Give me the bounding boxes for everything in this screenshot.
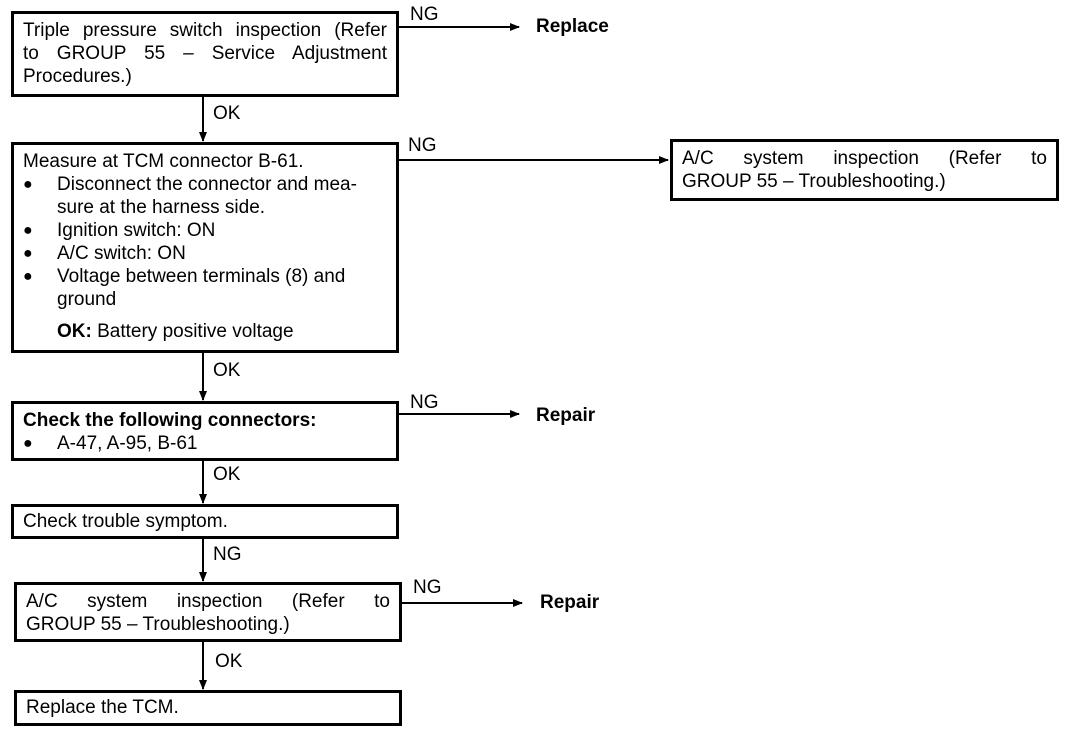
ac-inspection-2-line1: A/C system inspection (Refer to (26, 591, 390, 612)
repair-result-2: Repair (540, 592, 600, 613)
repair-result-1: Repair (536, 405, 596, 426)
check-connectors-box: Check the following connectors: ● A-47, … (11, 401, 399, 461)
box2-title: Measure at TCM connector B-61. (23, 151, 304, 172)
box1-line2: to GROUP 55 – Service Adjustment (23, 43, 387, 64)
box1-line1: Triple pressure switch inspection (Refer (23, 20, 387, 41)
triple-pressure-switch-box: Triple pressure switch inspection (Refer… (11, 11, 399, 97)
box2-bullet-3: ● A/C switch: ON (23, 243, 186, 264)
bullet-icon: ● (23, 245, 33, 262)
box2-bullet-2: ● Ignition switch: ON (23, 220, 216, 241)
replace-result: Replace (536, 16, 609, 37)
ng-label-1: NG (410, 4, 439, 25)
box3-title: Check the following connectors: (23, 410, 317, 431)
box2-ok-line: OK: Battery positive voltage (23, 320, 387, 343)
measure-tcm-connector-box: Measure at TCM connector B-61. ● Disconn… (11, 142, 399, 353)
ok-label-2: OK (213, 360, 241, 381)
box1-line3: Procedures.) (23, 66, 132, 87)
check-trouble-symptom-box: Check trouble symptom. (11, 504, 399, 539)
ok-label-1: OK (213, 103, 241, 124)
ac-system-inspection-box-2: A/C system inspection (Refer to GROUP 55… (14, 582, 402, 642)
bullet-icon: ● (23, 222, 33, 239)
ok-criterion-value: Battery positive voltage (97, 321, 294, 342)
box2-bullet-1-cont: sure at the harness side. (57, 197, 266, 218)
ng-label-5: NG (413, 577, 442, 598)
ac-system-inspection-box-1: A/C system inspection (Refer to GROUP 55… (670, 139, 1059, 201)
ng-label-2: NG (408, 135, 437, 156)
box3-bullet: ● A-47, A-95, B-61 (23, 433, 198, 454)
ok-label-3: OK (213, 464, 241, 485)
replace-tcm-box: Replace the TCM. (14, 690, 402, 726)
box4-text: Check trouble symptom. (23, 511, 228, 532)
bullet-icon: ● (23, 176, 33, 193)
ng-label-4: NG (213, 544, 242, 565)
bullet-icon: ● (23, 435, 33, 452)
ac-inspection-2-line2: GROUP 55 – Troubleshooting.) (26, 614, 290, 635)
ok-criterion-label: OK: (57, 321, 92, 342)
ac-inspection-1-line1: A/C system inspection (Refer to (682, 148, 1047, 169)
box2-bullet-4-cont: ground (57, 289, 117, 310)
box2-bullet-1: ● Disconnect the connector and mea- (23, 174, 357, 195)
ng-label-3: NG (410, 392, 439, 413)
bullet-icon: ● (23, 268, 33, 285)
ok-label-5: OK (215, 651, 243, 672)
ac-inspection-1-line2: GROUP 55 – Troubleshooting.) (682, 171, 946, 192)
box2-bullet-4: ● Voltage between terminals (8) and (23, 266, 346, 287)
box6-text: Replace the TCM. (26, 697, 179, 718)
